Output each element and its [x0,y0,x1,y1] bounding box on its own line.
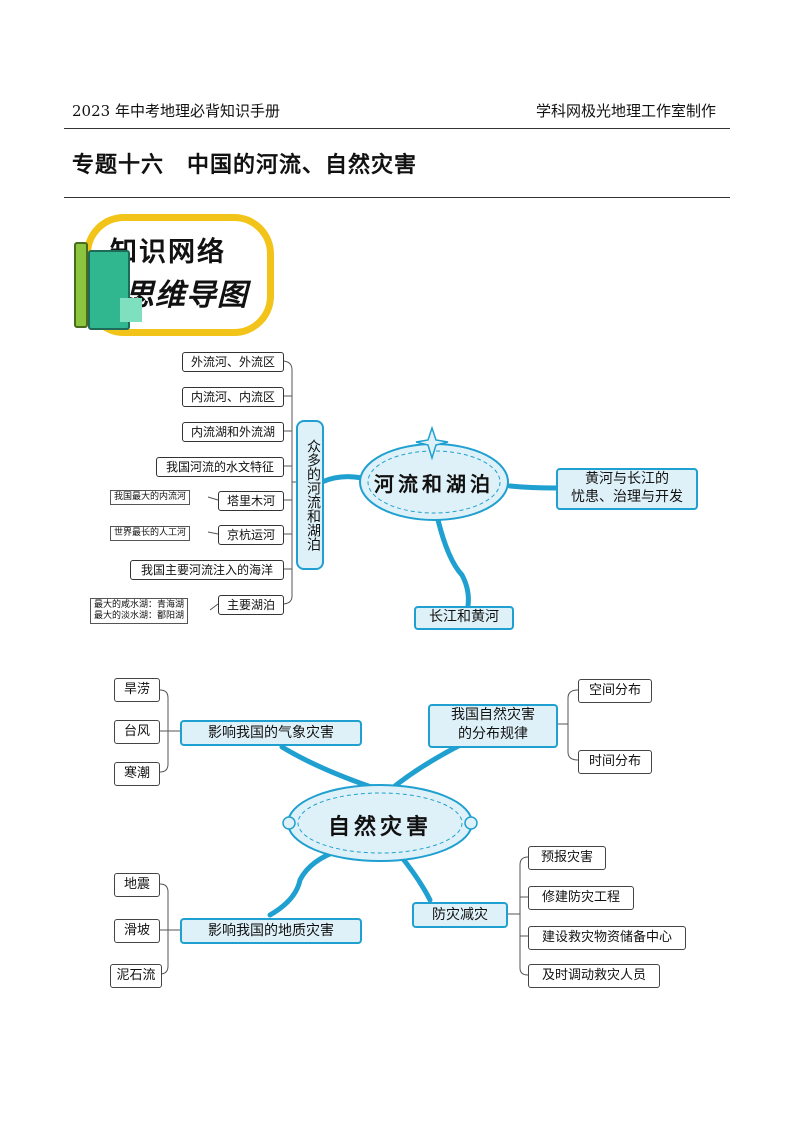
leaf-forecast: 预报灾害 [528,846,606,870]
leaf-interior-rivers: 内流河、内流区 [182,387,284,407]
branch-weather-disasters: 影响我国的气象灾害 [180,720,362,746]
leaf-grand-canal: 京杭运河 [218,525,284,545]
leaf-exterior-rivers: 外流河、外流区 [182,352,284,372]
header-right: 学科网极光地理工作室制作 [535,102,716,120]
header-left: 2023 年中考地理必背知识手册 [72,102,280,120]
leaf-cold-wave: 寒潮 [114,762,160,786]
leaf-reserve-center: 建设救灾物资储备中心 [528,926,686,950]
branch-geology-disasters: 影响我国的地质灾害 [180,918,362,944]
badge-line2: 思维导图 [124,278,248,313]
leaf-earthquake: 地震 [114,873,160,897]
river-center-label: 河流和湖泊 [374,472,494,496]
star-icon [415,425,449,461]
note-lakes: 最大的咸水湖：青海湖 最大的淡水湖：鄱阳湖 [90,598,189,624]
branch-many-rivers: 众多的河流和湖泊 [296,420,324,570]
leaf-hydrology: 我国河流的水文特征 [156,457,284,477]
leaf-spatial: 空间分布 [578,679,652,703]
leaf-typhoon: 台风 [114,720,160,744]
branch-prevention: 防灾减灾 [412,902,508,928]
leaf-main-lakes: 主要湖泊 [218,595,284,615]
notebook-icon [88,250,142,330]
leaf-lakes-types: 内流湖和外流湖 [182,422,284,442]
leaf-debris-flow: 泥石流 [110,964,162,988]
leaf-tarim: 塔里木河 [218,491,284,511]
leaf-drought-flood: 旱涝 [114,678,160,702]
pen-icon [74,242,88,328]
leaf-landslide: 滑坡 [114,919,160,943]
note-lake-salt: 最大的咸水湖：青海湖 [94,600,185,610]
branch-distribution: 我国自然灾害 的分布规律 [428,704,558,748]
title-rule [64,197,730,198]
note-canal: 世界最长的人工河 [110,526,191,541]
disaster-center-label: 自然灾害 [327,814,432,840]
leaf-oceans: 我国主要河流注入的海洋 [130,560,284,580]
leaf-engineering: 修建防灾工程 [528,886,634,910]
note-lake-fresh: 最大的淡水湖：鄱阳湖 [94,611,185,621]
note-tarim: 我国最大的内流河 [110,490,191,505]
branch-yangtze-yellow: 长江和黄河 [414,606,514,630]
leaf-temporal: 时间分布 [578,750,652,774]
mindmap-badge: 知识网络 思维导图 [66,212,276,336]
header-rule [64,128,730,129]
leaf-dispatch: 及时调动救灾人员 [528,964,660,988]
page-title: 专题十六 中国的河流、自然灾害 [72,152,418,178]
branch-yellow-yangtze-issues: 黄河与长江的 忧患、治理与开发 [556,468,698,510]
